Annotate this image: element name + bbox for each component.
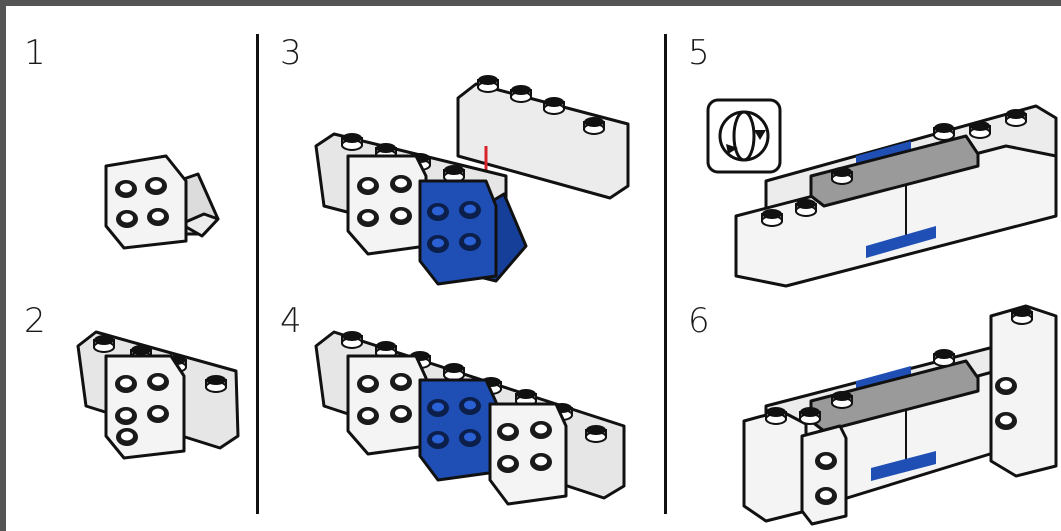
step-number-5: 5: [688, 33, 710, 73]
step4-assembly: [314, 330, 626, 506]
step6-assembly: [742, 304, 1058, 526]
step-number-4: 4: [280, 301, 302, 341]
step2-assembly: [76, 330, 240, 460]
step5-assembly: [706, 98, 1058, 288]
step1-bracket: [104, 154, 220, 250]
column-divider-left: [256, 34, 259, 514]
step-number-1: 1: [24, 33, 46, 73]
step-number-3: 3: [280, 33, 302, 73]
step-number-2: 2: [24, 301, 46, 341]
rotate-model-icon: [706, 98, 782, 174]
column-divider-right: [664, 34, 667, 514]
instruction-page: 1 2 3 4 5 6: [6, 6, 1061, 531]
step3-assembly: [314, 74, 630, 286]
step-number-6: 6: [688, 301, 710, 341]
instruction-illustrations: [76, 74, 1058, 526]
